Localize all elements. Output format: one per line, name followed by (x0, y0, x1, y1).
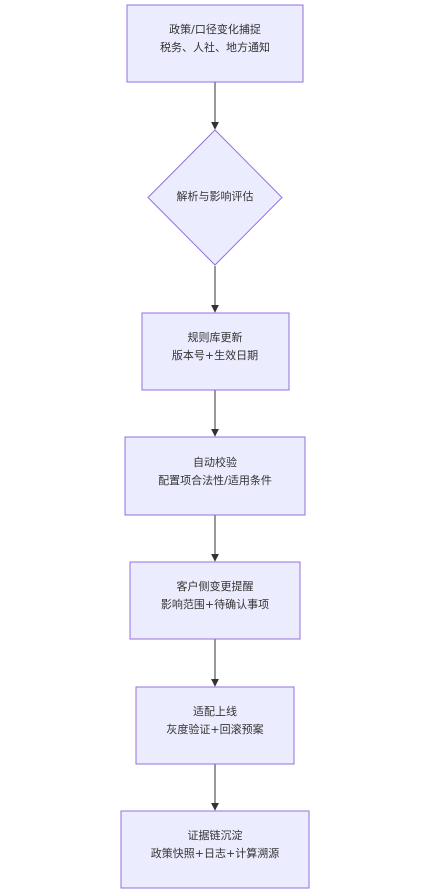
node-client-notice: 客户侧变更提醒 影响范围+待确认事项 (129, 561, 301, 640)
node-rule-update: 规则库更新 版本号+生效日期 (141, 312, 290, 391)
node-rule-update-subtitle: 版本号+生效日期 (172, 348, 258, 362)
node-evidence-chain-title: 证据链沉淀 (188, 828, 243, 842)
node-client-notice-subtitle: 影响范围+待确认事项 (161, 597, 269, 611)
node-policy-capture-title: 政策/口径变化捕捉 (169, 22, 261, 36)
node-rule-update-title: 规则库更新 (188, 330, 243, 344)
node-go-live-subtitle: 灰度验证+回滚预案 (166, 722, 263, 736)
node-impact-assessment: 解析与影响评估 (147, 129, 283, 266)
node-auto-validation: 自动校验 配置项合法性/适用条件 (124, 436, 306, 516)
node-policy-capture-subtitle: 税务、人社、地方通知 (160, 40, 270, 54)
node-go-live: 适配上线 灰度验证+回滚预案 (135, 686, 295, 765)
node-impact-assessment-title: 解析与影响评估 (177, 189, 254, 203)
node-policy-capture: 政策/口径变化捕捉 税务、人社、地方通知 (126, 4, 304, 83)
node-auto-validation-subtitle: 配置项合法性/适用条件 (158, 473, 272, 487)
node-evidence-chain: 证据链沉淀 政策快照+日志+计算溯源 (120, 810, 310, 889)
node-evidence-chain-subtitle: 政策快照+日志+计算溯源 (151, 846, 279, 860)
node-auto-validation-title: 自动校验 (193, 455, 237, 469)
node-client-notice-title: 客户侧变更提醒 (177, 579, 254, 593)
node-go-live-title: 适配上线 (193, 704, 237, 718)
